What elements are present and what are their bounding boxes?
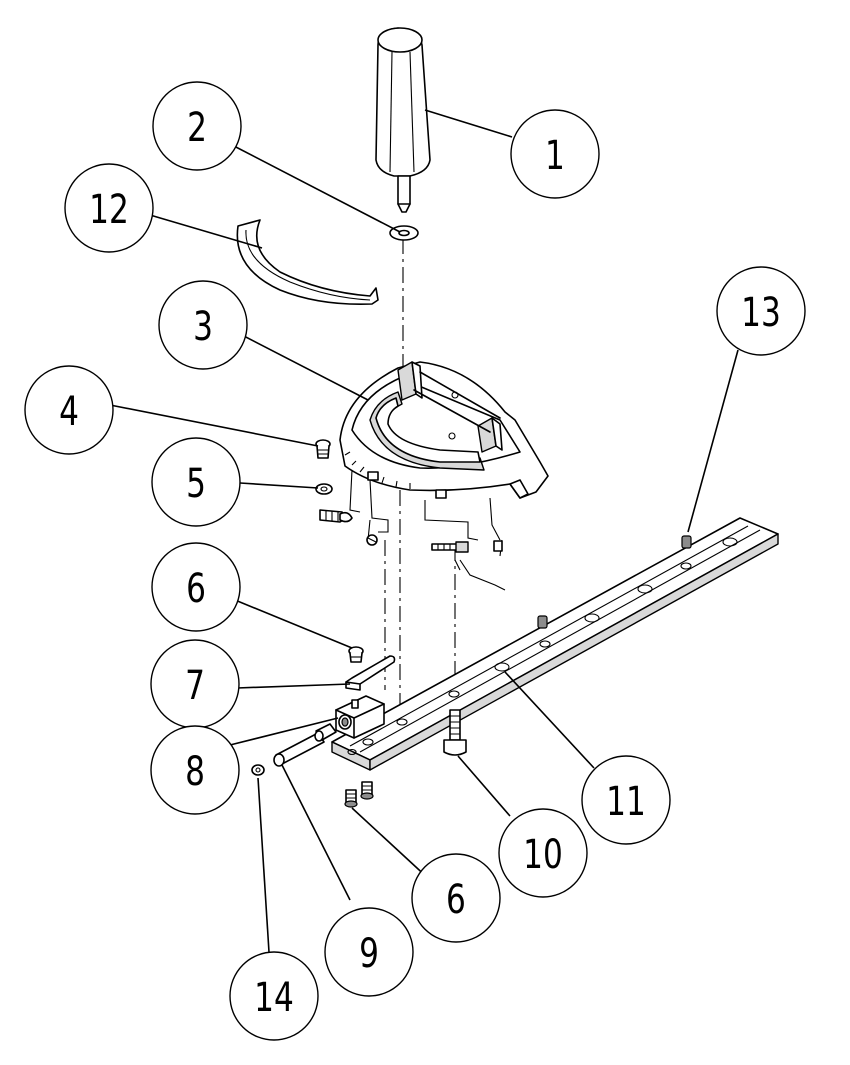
callout-10: 10 xyxy=(498,808,588,898)
callout-9: 9 xyxy=(324,907,414,997)
part-8-stop-block xyxy=(335,695,385,739)
callout-12-label: 12 xyxy=(89,187,129,233)
callout-7: 7 xyxy=(150,639,240,729)
callout-11-label: 11 xyxy=(606,779,646,825)
part-4-screw xyxy=(315,439,331,459)
callout-5: 5 xyxy=(151,437,241,527)
callout-6-lower: 6 xyxy=(411,853,501,943)
part-9-pin xyxy=(273,723,337,767)
callout-14: 14 xyxy=(229,951,319,1041)
callout-2-label: 2 xyxy=(187,105,207,151)
callout-10-label: 10 xyxy=(523,832,563,878)
callout-4-label: 4 xyxy=(59,389,79,435)
callout-6-lower-label: 6 xyxy=(446,877,466,923)
callout-13-label: 13 xyxy=(741,290,781,336)
callout-14-label: 14 xyxy=(254,975,294,1021)
part-11-miter-bar xyxy=(331,517,779,771)
part-pan-screw-center xyxy=(431,540,503,553)
callout-1: 1 xyxy=(510,109,600,199)
part-12-pointer-strip xyxy=(236,219,379,306)
callout-6-upper: 6 xyxy=(151,542,241,632)
part-pan-screw-left xyxy=(319,509,378,546)
leader-lines xyxy=(109,109,739,969)
part-1-handle xyxy=(375,27,431,213)
callout-11: 11 xyxy=(581,755,671,845)
callout-6-upper-label: 6 xyxy=(186,566,206,612)
part-5-nut xyxy=(315,483,333,495)
part-3-gauge-body xyxy=(339,361,549,499)
callout-12: 12 xyxy=(64,163,154,253)
callout-5-label: 5 xyxy=(186,461,206,507)
callout-2: 2 xyxy=(152,81,242,171)
callout-7-label: 7 xyxy=(185,663,205,709)
part-2-washer xyxy=(389,225,419,241)
part-6-screws-lower xyxy=(344,781,374,808)
part-10-bolt xyxy=(443,709,467,756)
part-6-screw-upper xyxy=(348,646,364,663)
callout-4: 4 xyxy=(24,365,114,455)
callout-8-label: 8 xyxy=(185,749,205,795)
part-14-washer xyxy=(251,764,265,776)
callout-13: 13 xyxy=(716,266,806,356)
callout-1-label: 1 xyxy=(545,133,565,179)
callout-9-label: 9 xyxy=(359,931,379,977)
callout-3-label: 3 xyxy=(193,304,213,350)
callout-8: 8 xyxy=(150,725,240,815)
assembly-lines xyxy=(349,469,506,591)
part-13-set-screws xyxy=(537,535,692,629)
callout-3: 3 xyxy=(158,280,248,370)
